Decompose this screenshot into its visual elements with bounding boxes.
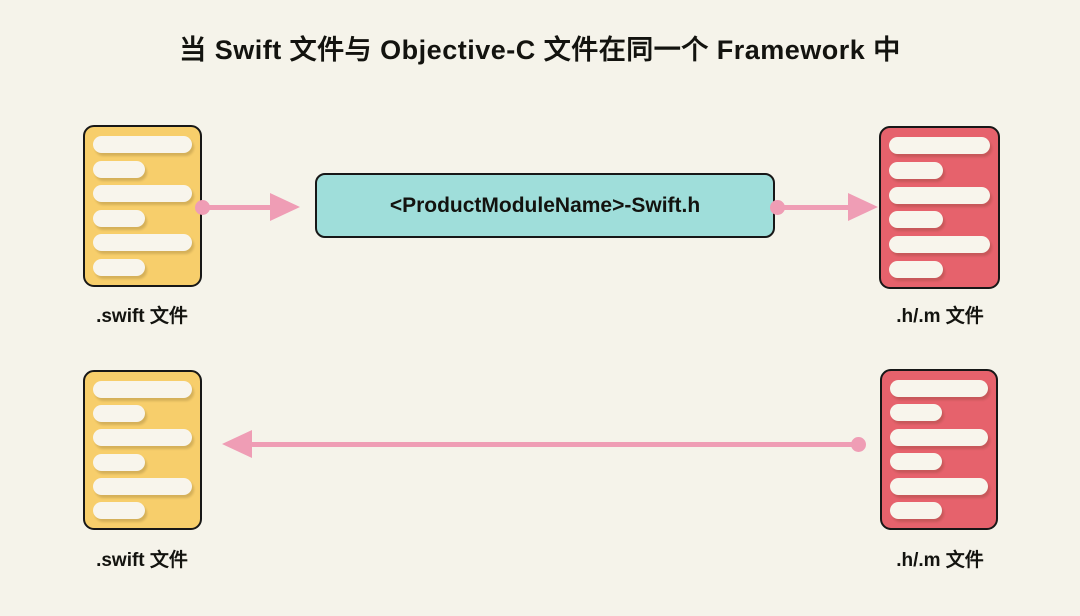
code-line-pill bbox=[889, 137, 990, 154]
arrow-line bbox=[777, 205, 853, 210]
objc-file-label-bottom: .h/.m 文件 bbox=[896, 550, 984, 571]
arrowhead-right-icon bbox=[848, 193, 878, 221]
bridging-header-box: <ProductModuleName>-Swift.h bbox=[315, 173, 775, 238]
objc-file-label-top: .h/.m 文件 bbox=[896, 306, 984, 327]
code-line-pill bbox=[889, 236, 990, 254]
objc-file-card-bottom bbox=[880, 369, 998, 530]
code-line-pill bbox=[890, 453, 942, 471]
code-line-pill bbox=[93, 501, 146, 519]
code-line-pill bbox=[93, 477, 192, 495]
code-line-pill bbox=[889, 260, 943, 278]
diagram-title: 当 Swift 文件与 Objective-C 文件在同一个 Framework… bbox=[179, 35, 901, 65]
arrowhead-left-icon bbox=[222, 430, 252, 458]
arrowhead-right-icon bbox=[270, 193, 300, 221]
code-line-pill bbox=[93, 429, 192, 447]
arrow-line bbox=[202, 205, 274, 210]
code-line-pill bbox=[93, 185, 192, 203]
objc-file-card-top bbox=[879, 126, 1000, 289]
code-line-pill bbox=[93, 136, 192, 153]
swift-file-card-bottom bbox=[83, 370, 202, 530]
swift-file-label-bottom: .swift 文件 bbox=[96, 550, 188, 571]
swift-file-card-top bbox=[83, 125, 202, 287]
code-line-pill bbox=[93, 209, 146, 227]
swift-file-label-top: .swift 文件 bbox=[96, 306, 188, 327]
code-line-pill bbox=[890, 477, 988, 495]
arrow-start-dot bbox=[851, 437, 866, 452]
code-line-pill bbox=[890, 380, 988, 397]
code-line-pill bbox=[93, 160, 146, 178]
code-line-pill bbox=[889, 186, 990, 204]
code-line-pill bbox=[890, 404, 942, 422]
code-line-pill bbox=[93, 405, 146, 423]
code-line-pill bbox=[889, 211, 943, 229]
code-line-pill bbox=[890, 501, 942, 519]
bridging-header-label: <ProductModuleName>-Swift.h bbox=[389, 193, 701, 217]
code-line-pill bbox=[93, 234, 192, 252]
code-line-pill bbox=[93, 453, 146, 471]
code-line-pill bbox=[93, 381, 192, 398]
code-line-pill bbox=[890, 428, 988, 446]
arrow-line bbox=[250, 442, 858, 447]
code-line-pill bbox=[889, 161, 943, 179]
code-line-pill bbox=[93, 258, 146, 276]
